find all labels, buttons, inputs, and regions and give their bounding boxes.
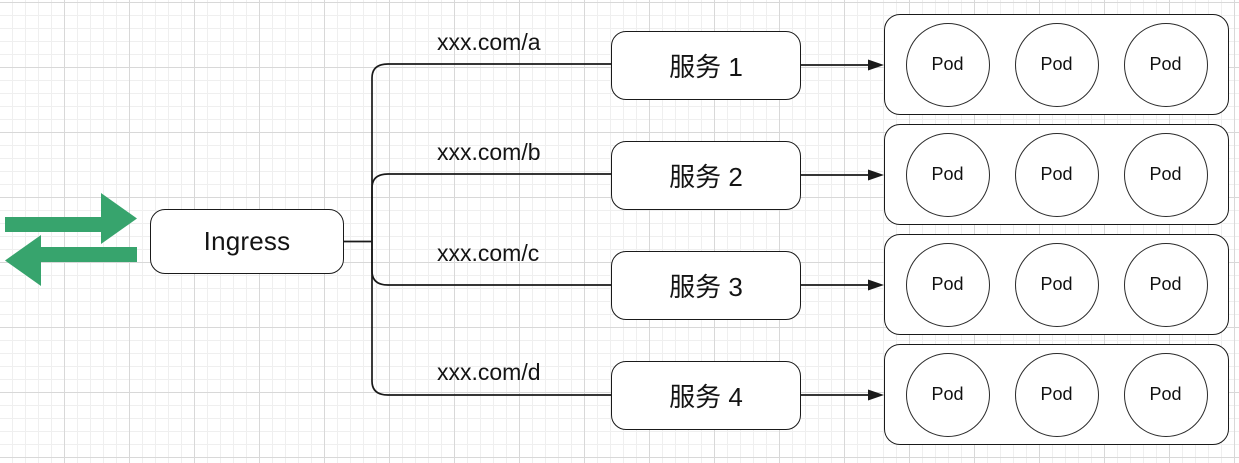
service-label-2: 服务 2 — [669, 162, 743, 192]
service-label-1: 服务 1 — [669, 52, 743, 82]
ingress-label: Ingress — [203, 226, 291, 256]
pod[interactable]: Pod — [905, 352, 990, 437]
pod-group-4: Pod Pod Pod — [884, 344, 1229, 445]
route-url-label-c: xxx.com/c — [437, 240, 540, 266]
service-node-4[interactable]: 服务 4 — [611, 361, 801, 430]
pod[interactable]: Pod — [1014, 132, 1099, 217]
pod[interactable]: Pod — [905, 132, 990, 217]
pod-group-1: Pod Pod Pod — [884, 14, 1229, 115]
pod[interactable]: Pod — [1014, 352, 1099, 437]
pod[interactable]: Pod — [1123, 352, 1208, 437]
pod[interactable]: Pod — [1123, 242, 1208, 327]
service-node-2[interactable]: 服务 2 — [611, 141, 801, 210]
ingress-node[interactable]: Ingress — [150, 209, 344, 274]
pod-group-2: Pod Pod Pod — [884, 124, 1229, 225]
pod[interactable]: Pod — [905, 242, 990, 327]
service-node-1[interactable]: 服务 1 — [611, 31, 801, 100]
route-url-label-a: xxx.com/a — [437, 29, 541, 55]
service-label-3: 服务 3 — [669, 272, 743, 302]
pod[interactable]: Pod — [1123, 22, 1208, 107]
service-node-3[interactable]: 服务 3 — [611, 251, 801, 320]
bidirectional-traffic-arrows-icon — [5, 193, 137, 286]
route-url-label-d: xxx.com/d — [437, 359, 541, 385]
pod[interactable]: Pod — [905, 22, 990, 107]
route-url-label-b: xxx.com/b — [437, 139, 541, 165]
pod-group-3: Pod Pod Pod — [884, 234, 1229, 335]
pod[interactable]: Pod — [1123, 132, 1208, 217]
service-label-4: 服务 4 — [669, 382, 743, 412]
pod[interactable]: Pod — [1014, 22, 1099, 107]
pod[interactable]: Pod — [1014, 242, 1099, 327]
